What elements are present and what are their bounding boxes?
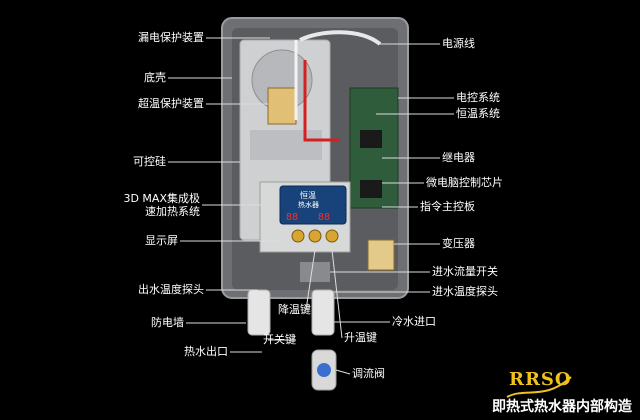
temp-down-button-knob <box>291 229 305 243</box>
label-hot-water-outlet: 热水出口 <box>184 345 228 358</box>
display-digits-right: 88 <box>318 212 330 223</box>
label-heating-system-line1: 3D MAX集成极 <box>123 192 200 205</box>
relay-block-1 <box>360 130 382 148</box>
logo-swoosh-icon <box>506 376 572 398</box>
transformer-block <box>367 239 395 271</box>
brand-logo: RRSO <box>505 357 573 405</box>
hot-pipe <box>247 289 271 336</box>
label-control-system: 电控系统 <box>456 91 500 104</box>
display-line1: 恒温 <box>300 190 316 200</box>
label-cold-water-inlet: 冷水进口 <box>392 315 436 328</box>
label-outlet-temp-probe: 出水温度探头 <box>138 283 204 296</box>
label-inflow-switch: 进水流量开关 <box>432 265 498 278</box>
flow-switch <box>300 262 330 282</box>
label-display-screen: 显示屏 <box>145 234 178 247</box>
label-anti-electric-wall: 防电墙 <box>151 316 184 329</box>
label-inlet-temp-probe: 进水温度探头 <box>432 285 498 298</box>
logo-text: RRSO <box>509 369 572 390</box>
relay-block-2 <box>360 180 382 198</box>
label-overtemp-protection: 超温保护装置 <box>138 97 204 110</box>
label-leakage-protection: 漏电保护装置 <box>138 31 204 44</box>
label-transformer: 变压器 <box>442 237 475 250</box>
page-title: 即热式热水器内部构造 <box>492 399 632 415</box>
power-button-knob <box>308 229 322 243</box>
power-wire <box>299 30 382 46</box>
regulator-dial <box>317 363 331 377</box>
display-line2: 热水器 <box>298 200 319 209</box>
label-relay: 继电器 <box>442 151 475 164</box>
label-power-key: 开关键 <box>263 333 296 346</box>
temp-up-button-knob <box>325 229 339 243</box>
cold-pipe <box>311 289 335 336</box>
label-heating-system: 3D MAX集成极 速加热系统 <box>120 192 200 218</box>
label-temp-up-key: 升温键 <box>344 331 377 344</box>
display-digits-left: 88 <box>286 212 298 223</box>
overtemp-block <box>267 87 297 125</box>
label-temp-down-key: 降温键 <box>278 303 311 316</box>
label-thyristor: 可控硅 <box>133 155 166 168</box>
label-base-shell: 底壳 <box>144 71 166 84</box>
leader-lines <box>168 37 454 375</box>
red-wire <box>303 60 340 142</box>
label-heating-system-line2: 速加热系统 <box>145 205 200 218</box>
label-constant-temp-system: 恒温系统 <box>456 107 500 120</box>
label-micro-chip: 微电脑控制芯片 <box>426 176 503 189</box>
label-flow-regulator: 调流阀 <box>352 367 385 380</box>
display-panel <box>279 185 347 225</box>
label-power-cord: 电源线 <box>442 37 475 50</box>
heating-plate <box>250 130 322 160</box>
label-main-board: 指令主控板 <box>420 200 475 213</box>
